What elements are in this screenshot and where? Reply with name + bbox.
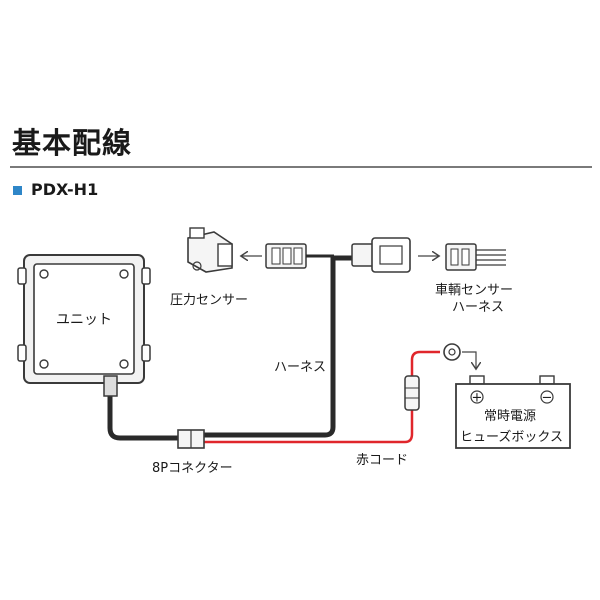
plus-sign: + xyxy=(472,391,483,406)
connector-8p xyxy=(177,429,205,449)
battery-label-2: ヒューズボックス xyxy=(460,429,563,445)
red-cord-label: 赤コード xyxy=(356,453,408,468)
fuse-holder xyxy=(404,375,420,411)
title-divider xyxy=(10,166,592,168)
battery-fusebox xyxy=(455,375,571,449)
arrow-to-battery xyxy=(462,351,476,368)
vehicle-harness-label-2: ハーネス xyxy=(452,300,504,315)
red-cord-wire xyxy=(203,408,414,444)
black-harness-wire-2 xyxy=(203,255,352,438)
unit-label: ユニット xyxy=(56,312,112,328)
battery-label-1: 常時電源 xyxy=(484,409,536,424)
subtitle-marker xyxy=(13,186,22,195)
unit-box xyxy=(17,254,151,397)
harness-label: ハーネス xyxy=(274,360,326,375)
model-subtitle: PDX-H1 xyxy=(31,180,99,199)
black-harness-wire xyxy=(107,395,180,441)
vehicle-harness-label-1: 車輌センサー xyxy=(435,283,513,298)
pressure-sensor xyxy=(187,227,233,273)
connector-8p-label: 8Pコネクター xyxy=(152,461,233,476)
vehicle-harness-connector xyxy=(445,243,506,271)
page-title: 基本配線 xyxy=(12,126,133,160)
ring-terminal xyxy=(443,343,461,361)
minus-sign: − xyxy=(542,391,553,406)
pressure-sensor-label: 圧力センサー xyxy=(170,293,248,308)
harness-connector-right xyxy=(351,237,411,273)
red-cord-wire-upper xyxy=(410,350,440,378)
harness-connector-left xyxy=(265,243,307,269)
